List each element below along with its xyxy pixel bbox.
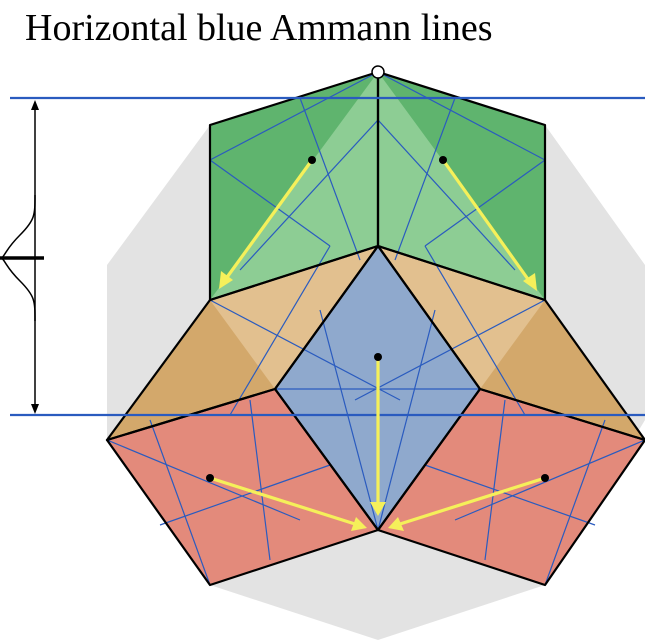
- tile-center-dots: [206, 156, 549, 482]
- yellow-arrows: [209, 159, 546, 531]
- orange-tile-right-light: [378, 246, 545, 389]
- diagram-title: Horizontal blue Ammann lines: [25, 7, 493, 49]
- inner-ammann-segments: [106, 71, 645, 586]
- tile-outlines: [105, 70, 645, 587]
- top-vertex-marker: [371, 65, 385, 79]
- orange-tile-left-light: [210, 246, 378, 389]
